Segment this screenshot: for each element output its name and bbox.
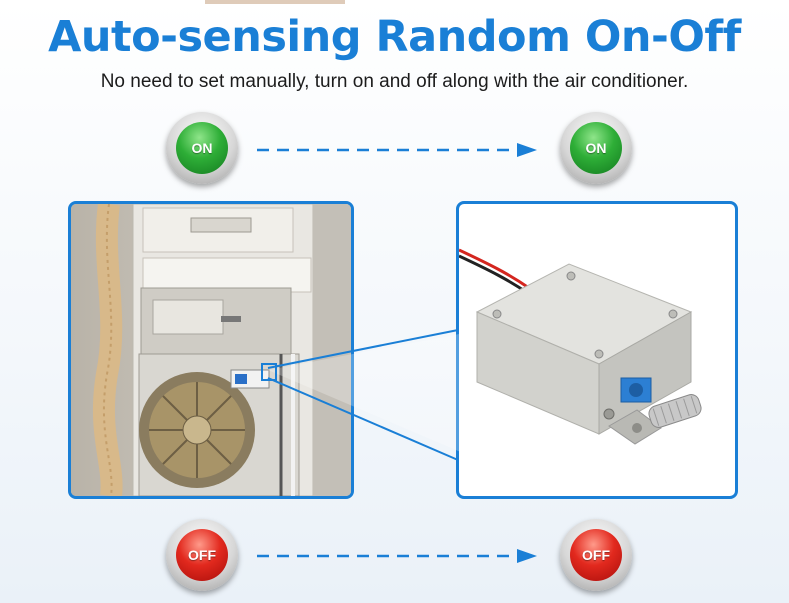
on-badge-right: ON [560, 112, 632, 184]
dashed-arrow-bottom [257, 549, 537, 563]
sensor-module-photo-panel [456, 201, 738, 499]
off-badge-right-label: OFF [570, 529, 622, 581]
air-conditioner-photo-panel [68, 201, 354, 499]
air-conditioner-illustration [71, 204, 351, 496]
off-badge-left-label: OFF [176, 529, 228, 581]
dashed-arrow-top [257, 143, 537, 157]
page-title: Auto-sensing Random On-Off [48, 12, 741, 62]
on-badge-left: ON [166, 112, 238, 184]
off-badge-right: OFF [560, 519, 632, 591]
off-badge-left: OFF [166, 519, 238, 591]
page-subtitle: No need to set manually, turn on and off… [100, 71, 689, 92]
sensor-module-illustration [459, 248, 702, 445]
top-decor-strip [205, 0, 345, 4]
on-badge-right-label: ON [570, 122, 622, 174]
on-badge-left-label: ON [176, 122, 228, 174]
